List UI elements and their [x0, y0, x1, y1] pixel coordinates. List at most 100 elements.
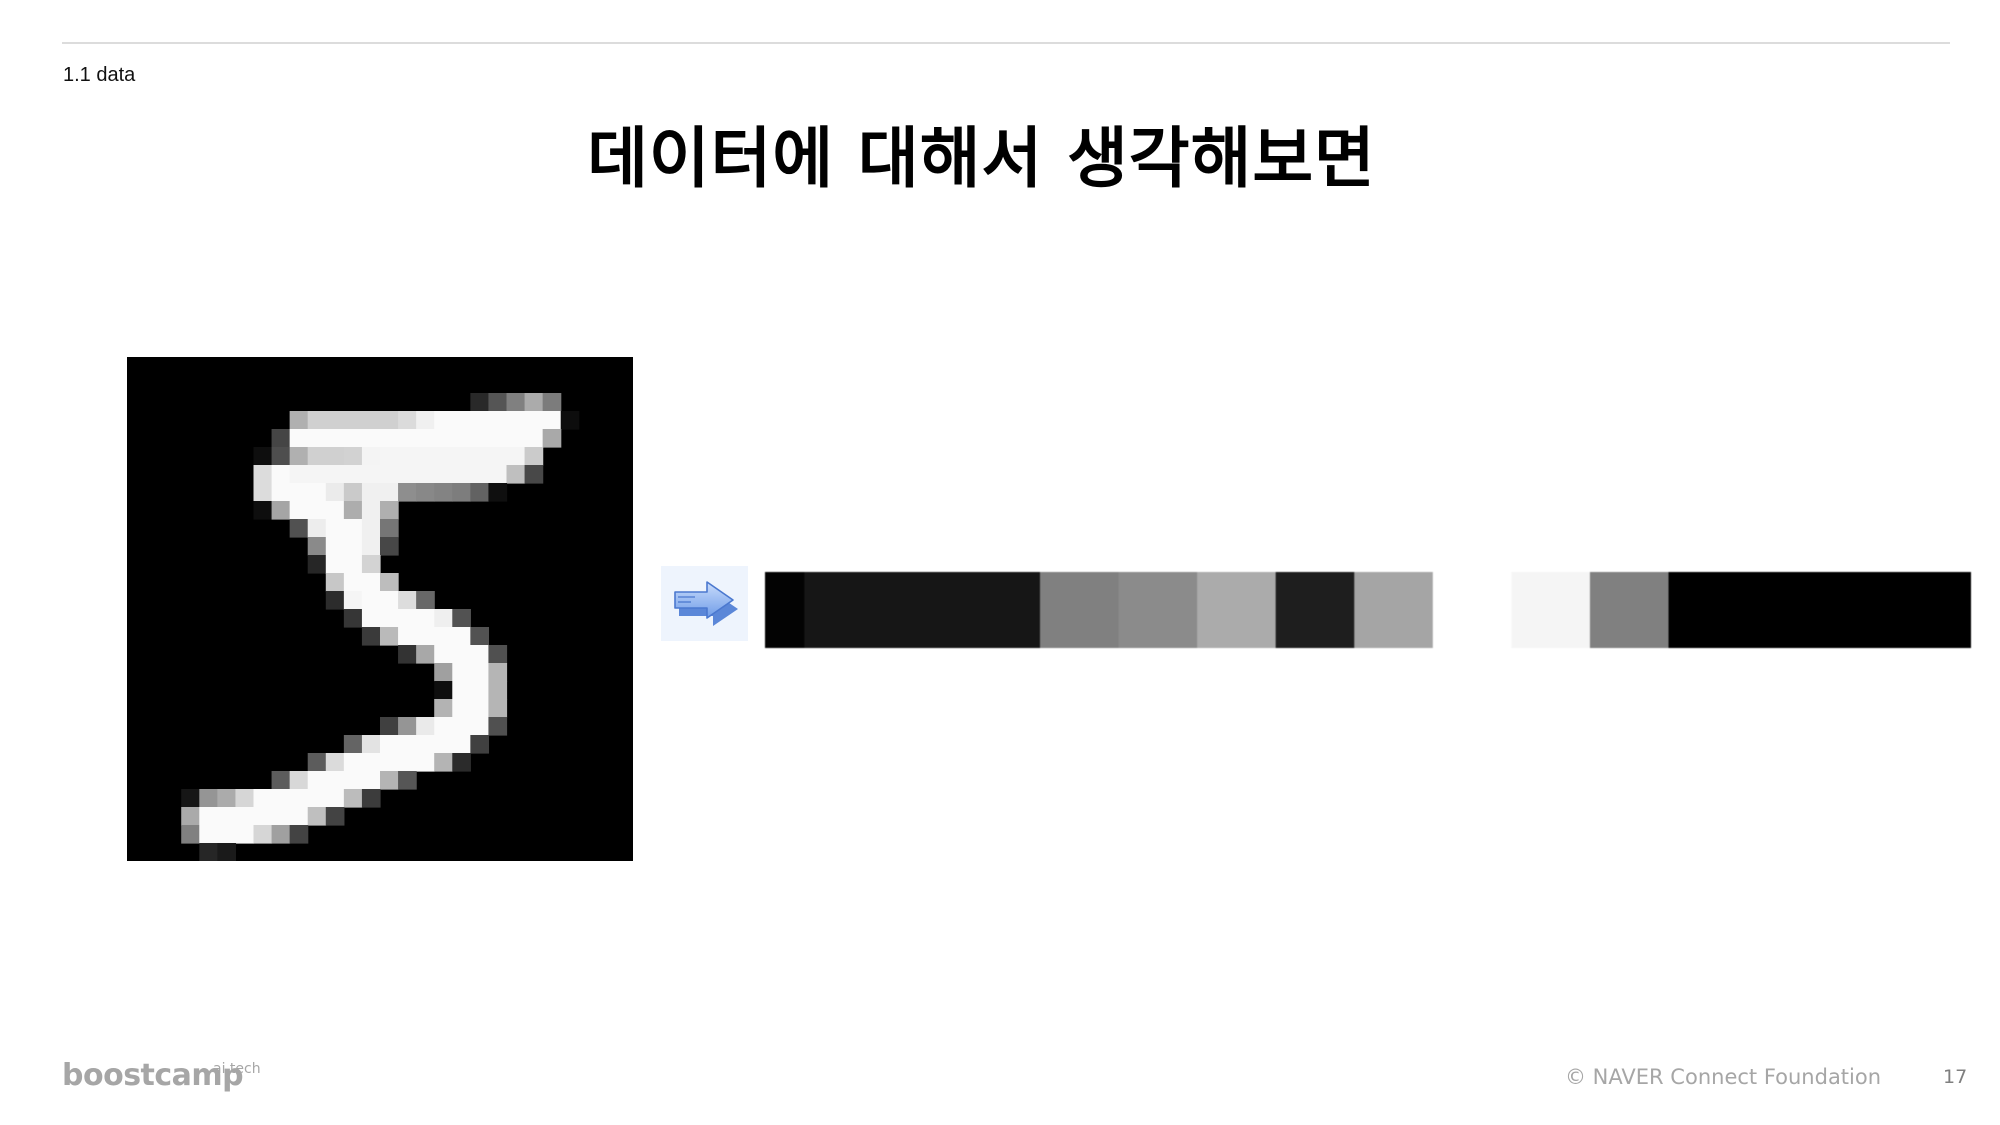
arrow-container	[661, 566, 748, 641]
digit-pixel	[380, 519, 399, 538]
digit-pixel	[488, 411, 508, 430]
digit-pixel	[289, 501, 309, 520]
digit-pixel	[343, 555, 363, 574]
digit-pixel	[343, 771, 363, 790]
digit-pixel	[380, 609, 399, 628]
digit-pixel	[506, 465, 526, 484]
digit-pixel	[361, 573, 381, 592]
digit-pixel	[361, 591, 381, 610]
digit-pixel	[398, 753, 417, 772]
digit-pixel	[325, 501, 345, 520]
digit-pixel	[434, 645, 453, 664]
strip-pixel-cell	[1668, 572, 1971, 648]
digit-pixel	[470, 681, 490, 700]
digit-pixel	[289, 465, 309, 484]
digit-pixel	[181, 807, 200, 826]
digit-pixel	[542, 393, 562, 412]
digit-pixel	[199, 807, 218, 826]
digit-pixel	[380, 717, 399, 736]
digit-pixel	[398, 483, 417, 502]
digit-pixel	[380, 753, 399, 772]
digit-pixel	[416, 735, 435, 754]
digit-pixel	[488, 663, 508, 682]
digit-pixel	[361, 789, 381, 808]
digit-pixel	[488, 393, 508, 412]
digit-pixel	[470, 447, 490, 466]
strip-pixel-cell	[1511, 572, 1591, 648]
digit-pixel	[398, 609, 417, 628]
digit-pixel	[398, 717, 417, 736]
digit-pixel	[343, 609, 363, 628]
strip-pixel-cell	[765, 572, 805, 648]
digit-pixel	[307, 519, 327, 538]
digit-pixel	[307, 501, 327, 520]
digit-pixel	[307, 771, 327, 790]
digit-pixel	[452, 411, 471, 430]
digit-pixel	[253, 789, 273, 808]
digit-pixel	[380, 411, 399, 430]
digit-pixel	[470, 645, 490, 664]
digit-pixel	[380, 501, 399, 520]
digit-pixel	[289, 447, 309, 466]
digit-pixel	[307, 537, 327, 556]
digit-pixel	[325, 573, 345, 592]
digit-pixel	[434, 681, 453, 700]
digit-pixel	[434, 717, 453, 736]
digit-pixel	[325, 753, 345, 772]
digit-pixel	[434, 465, 453, 484]
digit-pixel	[434, 699, 453, 718]
digit-pixel	[325, 483, 345, 502]
digit-pixel	[361, 609, 381, 628]
digit-pixel	[343, 501, 363, 520]
digit-pixel	[470, 411, 490, 430]
digit-pixel	[253, 501, 273, 520]
digit-pixel	[488, 645, 508, 664]
mnist-digit-image	[127, 357, 633, 861]
digit-pixel	[253, 465, 273, 484]
digit-pixel	[271, 825, 291, 844]
digit-pixel	[380, 591, 399, 610]
digit-pixel	[361, 411, 381, 430]
page-number: 17	[1943, 1066, 1968, 1088]
digit-pixel	[253, 447, 273, 466]
digit-pixel	[524, 411, 544, 430]
digit-pixel	[199, 843, 218, 861]
digit-pixel	[325, 591, 345, 610]
digit-pixel	[271, 501, 291, 520]
digit-pixel	[325, 807, 345, 826]
digit-pixel	[361, 501, 381, 520]
digit-pixel	[380, 447, 399, 466]
digit-pixel	[398, 411, 417, 430]
digit-pixel	[380, 483, 399, 502]
digit-pixel	[542, 429, 562, 448]
digit-pixel	[343, 483, 363, 502]
digit-pixel	[398, 627, 417, 646]
digit-pixel	[361, 753, 381, 772]
digit-pixel	[524, 393, 544, 412]
digit-pixel	[343, 411, 363, 430]
digit-pixel	[506, 429, 526, 448]
digit-pixel	[380, 735, 399, 754]
digit-pixel	[452, 609, 471, 628]
strip-pixel-cell	[1039, 572, 1120, 648]
digit-pixel	[380, 537, 399, 556]
digit-pixel	[380, 429, 399, 448]
digit-pixel	[343, 465, 363, 484]
digit-pixel	[506, 393, 526, 412]
digit-pixel	[325, 789, 345, 808]
digit-pixel	[434, 627, 453, 646]
digit-pixel	[452, 663, 471, 682]
digit-pixel	[217, 807, 237, 826]
digit-pixel	[307, 429, 327, 448]
digit-pixel	[343, 573, 363, 592]
digit-pixel	[524, 429, 544, 448]
digit-pixel	[289, 807, 309, 826]
digit-pixel	[434, 753, 453, 772]
digit-pixel	[361, 627, 381, 646]
digit-pixel	[434, 483, 453, 502]
digit-pixel	[289, 483, 309, 502]
digit-pixel	[289, 771, 309, 790]
digit-pixel	[307, 789, 327, 808]
digit-pixel	[416, 591, 435, 610]
digit-pixel	[416, 753, 435, 772]
